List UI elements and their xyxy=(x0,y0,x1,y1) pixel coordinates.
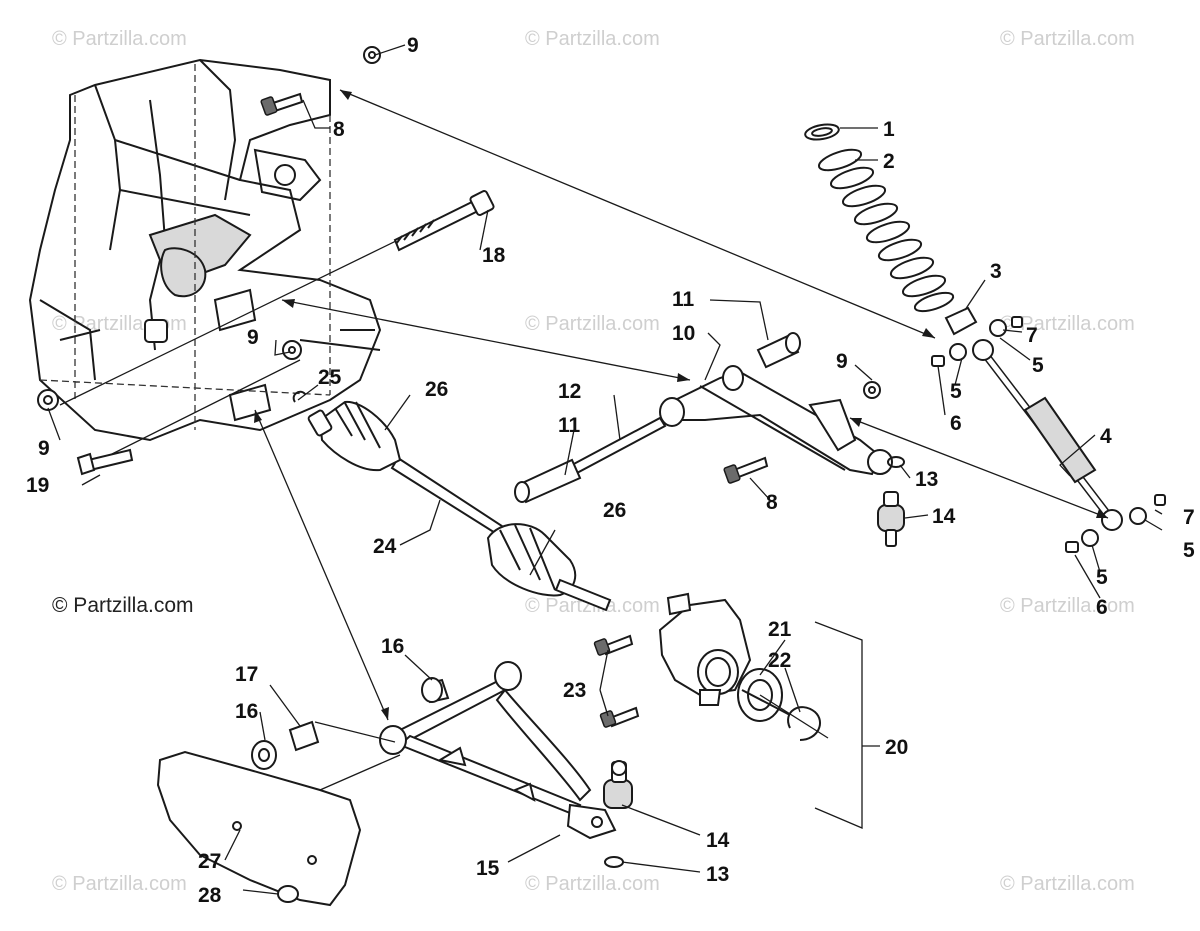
copyright-credit: © Partzilla.com xyxy=(52,594,194,617)
watermark: © Partzilla.com xyxy=(525,28,660,50)
watermark: © Partzilla.com xyxy=(1000,873,1135,895)
callout-10: 10 xyxy=(672,322,695,345)
callout-21: 21 xyxy=(768,618,792,641)
circlip-13-lower xyxy=(604,856,624,868)
callout-13: 13 xyxy=(915,468,938,491)
callout-7: 7 xyxy=(1183,506,1195,529)
bolt-18 xyxy=(59,190,495,406)
callout-22: 22 xyxy=(768,649,791,672)
callout-15: 15 xyxy=(476,857,500,880)
callout-26: 26 xyxy=(603,499,626,522)
lower-a-arm-15 xyxy=(379,661,617,840)
bushings-16-17 xyxy=(251,677,450,770)
shock-lower-hardware xyxy=(1065,494,1166,553)
callout-leaders xyxy=(47,44,1163,895)
callout-17: 17 xyxy=(235,663,258,686)
callout-24: 24 xyxy=(373,535,397,558)
callout-8: 8 xyxy=(333,118,345,141)
callout-9: 9 xyxy=(836,350,848,373)
shock-absorber-4 xyxy=(972,339,1123,531)
callout-5: 5 xyxy=(950,380,962,403)
chassis-frame xyxy=(28,58,382,442)
callout-12: 12 xyxy=(558,380,581,403)
callout-13: 13 xyxy=(706,863,729,886)
watermark: © Partzilla.com xyxy=(52,873,187,895)
callout-9: 9 xyxy=(407,34,419,57)
watermark-layer: © Partzilla.com © Partzilla.com © Partzi… xyxy=(52,28,1135,895)
callout-5: 5 xyxy=(1096,566,1108,589)
callout-23: 23 xyxy=(563,679,586,702)
circlip-22 xyxy=(787,706,821,741)
drive-axle-24 xyxy=(307,400,612,612)
bolt-28 xyxy=(277,885,299,903)
pivot-tube-12 xyxy=(514,332,801,504)
callout-6: 6 xyxy=(1096,596,1108,619)
bolt-8-mid xyxy=(723,456,769,484)
callout-2: 2 xyxy=(883,150,895,173)
watermark: © Partzilla.com xyxy=(525,313,660,335)
circlip-13-upper xyxy=(887,456,905,468)
clip-25 xyxy=(292,390,306,403)
bolts-23 xyxy=(593,634,640,728)
watermark: © Partzilla.com xyxy=(1000,595,1135,617)
callout-3: 3 xyxy=(990,260,1002,283)
callout-labels: 9 8 1 2 3 7 5 5 6 4 18 9 9 19 25 26 26 2… xyxy=(26,34,1195,907)
callout-4: 4 xyxy=(1100,425,1112,448)
callout-16: 16 xyxy=(381,635,404,658)
upper-a-arm-10 xyxy=(659,365,893,476)
watermark: © Partzilla.com xyxy=(525,595,660,617)
callout-28: 28 xyxy=(198,884,222,907)
bolt-19 xyxy=(76,359,301,476)
callout-16: 16 xyxy=(235,700,258,723)
callout-11: 11 xyxy=(558,414,581,437)
watermark: © Partzilla.com xyxy=(1000,313,1135,335)
wheel-bearing-21 xyxy=(737,668,791,722)
ball-joint-14-lower xyxy=(603,760,633,809)
callout-5: 5 xyxy=(1183,539,1195,562)
bolt-8-top xyxy=(260,92,304,116)
callout-11: 11 xyxy=(672,288,695,311)
callout-9: 9 xyxy=(38,437,50,460)
callout-8: 8 xyxy=(766,491,778,514)
shock-upper-hardware xyxy=(931,316,1023,367)
ball-joint-14-upper xyxy=(877,491,905,547)
bracket-20 xyxy=(814,621,863,829)
callout-20: 20 xyxy=(885,736,908,759)
callout-14: 14 xyxy=(706,829,730,852)
callout-7: 7 xyxy=(1026,324,1038,347)
skid-plate-27 xyxy=(156,750,362,907)
callout-1: 1 xyxy=(883,118,895,141)
callout-6: 6 xyxy=(950,412,962,435)
shock-spring xyxy=(804,123,978,336)
callout-9: 9 xyxy=(247,326,259,349)
steering-knuckle xyxy=(658,592,752,706)
callout-25: 25 xyxy=(318,366,342,389)
callout-5: 5 xyxy=(1032,354,1044,377)
callout-27: 27 xyxy=(198,850,221,873)
callout-14: 14 xyxy=(932,505,956,528)
watermark: © Partzilla.com xyxy=(525,873,660,895)
watermark: © Partzilla.com xyxy=(1000,28,1135,50)
callout-18: 18 xyxy=(482,244,506,267)
watermark: © Partzilla.com xyxy=(52,28,187,50)
leader-arrows xyxy=(254,89,1109,791)
callout-26: 26 xyxy=(425,378,448,401)
callout-19: 19 xyxy=(26,474,49,497)
